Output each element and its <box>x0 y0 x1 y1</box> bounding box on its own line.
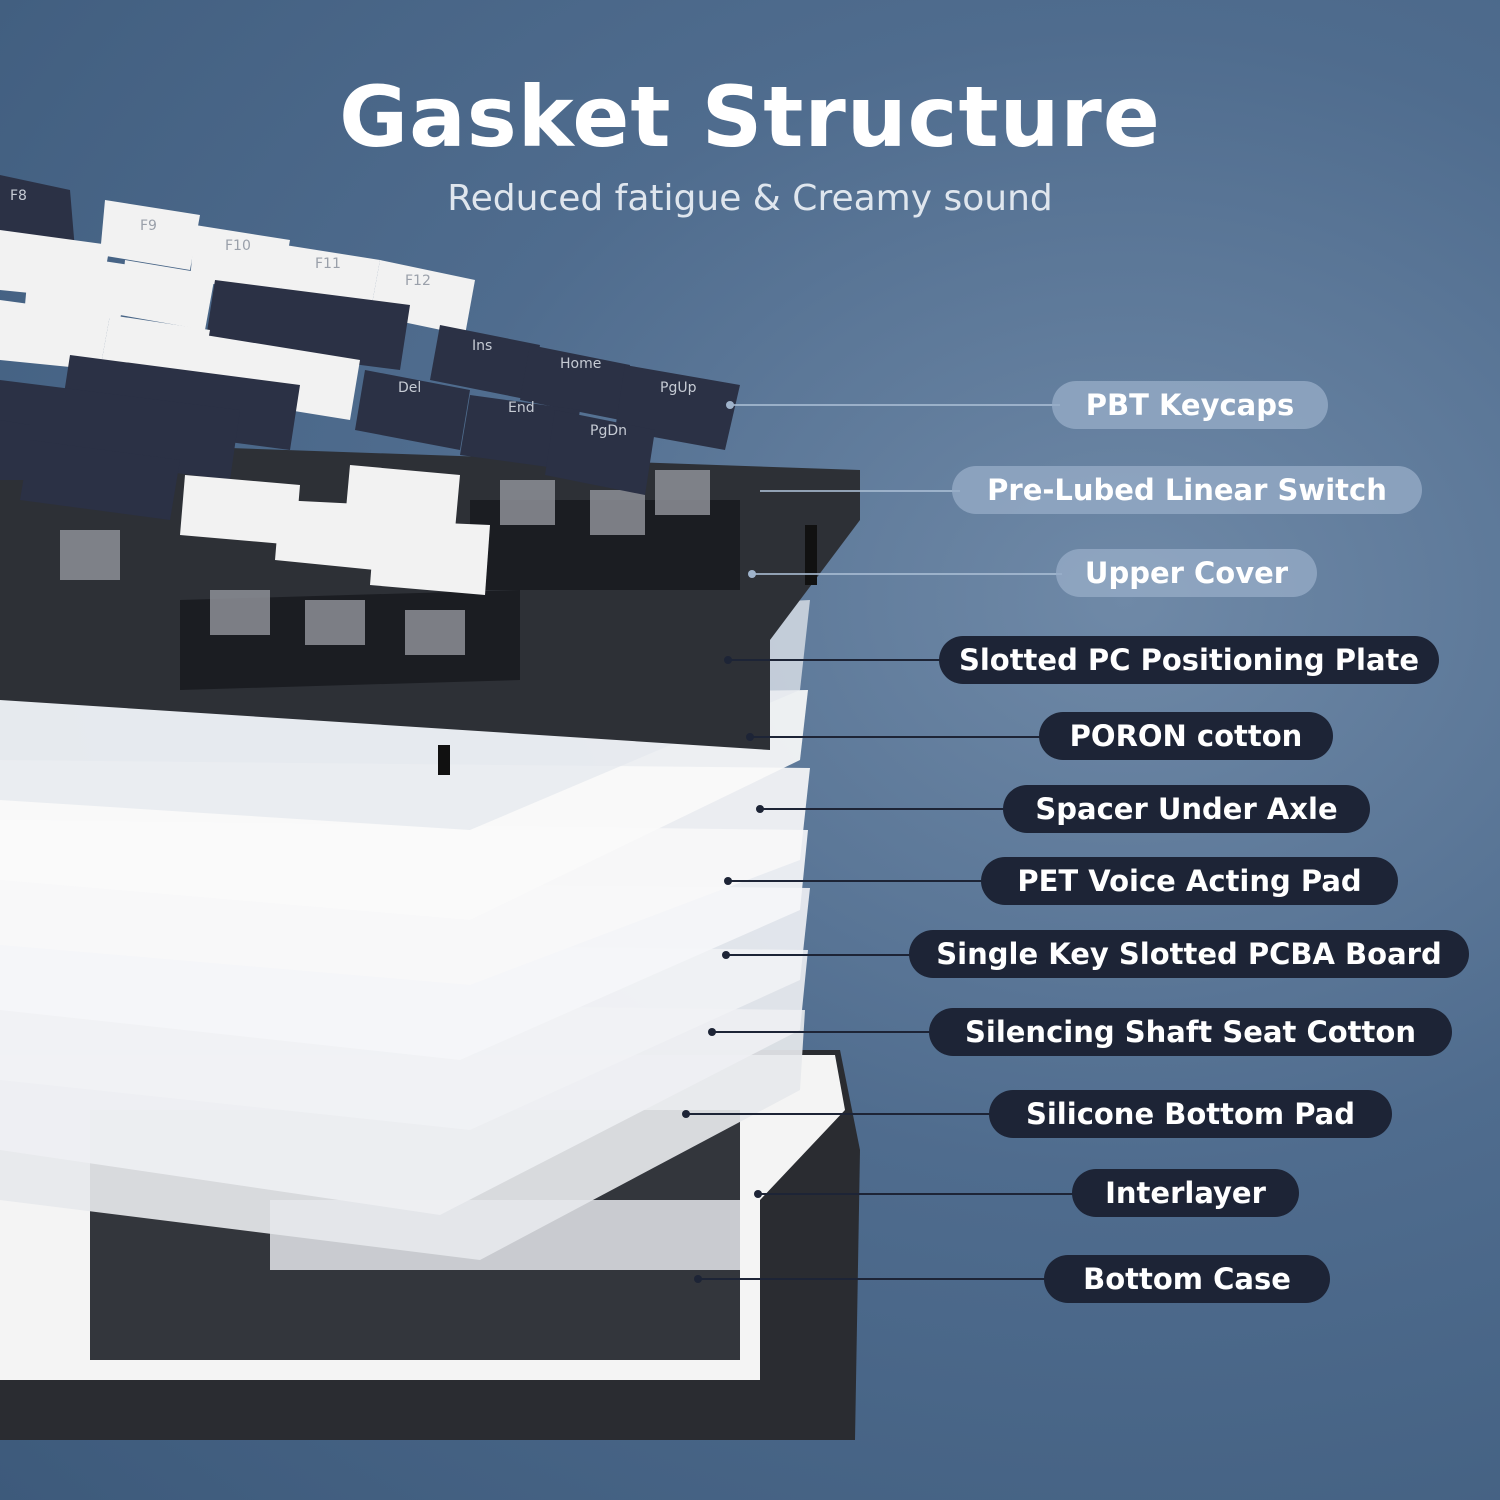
label-bottom-case: Bottom Case <box>1044 1255 1330 1303</box>
leader-dot-poron <box>746 733 754 741</box>
label-silicone-bottom-pad: Silicone Bottom Pad <box>989 1090 1392 1138</box>
leader-line-spacer <box>760 808 1010 810</box>
legend-f8: F8 <box>10 188 27 204</box>
label-interlayer: Interlayer <box>1072 1169 1299 1217</box>
label-pcba-board: Single Key Slotted PCBA Board <box>909 930 1469 978</box>
leader-dot-bottom-case <box>694 1275 702 1283</box>
leader-line-pcba <box>726 954 916 956</box>
leader-dot-pet-pad <box>724 877 732 885</box>
legend-pgup: PgUp <box>660 380 697 396</box>
leader-line-bottom-case <box>698 1278 1048 1280</box>
leader-dot-pc-plate <box>724 656 732 664</box>
legend-ins: Ins <box>472 338 492 354</box>
stacked-layers <box>0 600 810 1260</box>
leader-dot-pcba <box>722 951 730 959</box>
leader-dot-interlayer <box>754 1190 762 1198</box>
legend-pgdn: PgDn <box>590 423 627 439</box>
switches <box>60 470 710 655</box>
keycaps <box>0 175 740 595</box>
leader-dot-silicone-pad <box>682 1110 690 1118</box>
label-shaft-seat-cotton: Silencing Shaft Seat Cotton <box>929 1008 1452 1056</box>
page-title: Gasket Structure <box>339 68 1161 166</box>
leader-line-upper-cover <box>752 573 1062 575</box>
keycap-legends: F8 F9 F10 F11 F12 Ins Home PgUp Del End … <box>10 188 697 439</box>
leader-line-poron <box>750 736 1050 738</box>
leader-line-pc-plate <box>728 659 948 661</box>
leader-dot-shaft-cotton <box>708 1028 716 1036</box>
label-pbt-keycaps: PBT Keycaps <box>1052 381 1328 429</box>
label-pc-positioning-plate: Slotted PC Positioning Plate <box>939 636 1439 684</box>
legend-home: Home <box>560 356 601 372</box>
page-subtitle: Reduced fatigue & Creamy sound <box>447 178 1053 219</box>
leader-line-shaft-cotton <box>712 1031 937 1033</box>
legend-f10: F10 <box>225 238 251 254</box>
legend-end: End <box>508 400 535 416</box>
legend-f9: F9 <box>140 218 157 234</box>
label-pet-voice-pad: PET Voice Acting Pad <box>981 857 1398 905</box>
leader-line-switch <box>760 490 960 492</box>
legend-f11: F11 <box>315 256 341 272</box>
leader-line-silicone-pad <box>686 1113 996 1115</box>
leader-line-keycaps <box>730 404 1060 406</box>
label-upper-cover: Upper Cover <box>1056 549 1317 597</box>
leader-dot-spacer <box>756 805 764 813</box>
leader-dot-upper-cover <box>748 570 756 578</box>
label-spacer-under-axle: Spacer Under Axle <box>1003 785 1370 833</box>
legend-del: Del <box>398 380 421 396</box>
label-linear-switch: Pre-Lubed Linear Switch <box>952 466 1422 514</box>
leader-line-pet-pad <box>728 880 988 882</box>
leader-line-interlayer <box>758 1193 1078 1195</box>
leader-dot-keycaps <box>726 401 734 409</box>
legend-f12: F12 <box>405 273 431 289</box>
label-poron-cotton: PORON cotton <box>1039 712 1333 760</box>
